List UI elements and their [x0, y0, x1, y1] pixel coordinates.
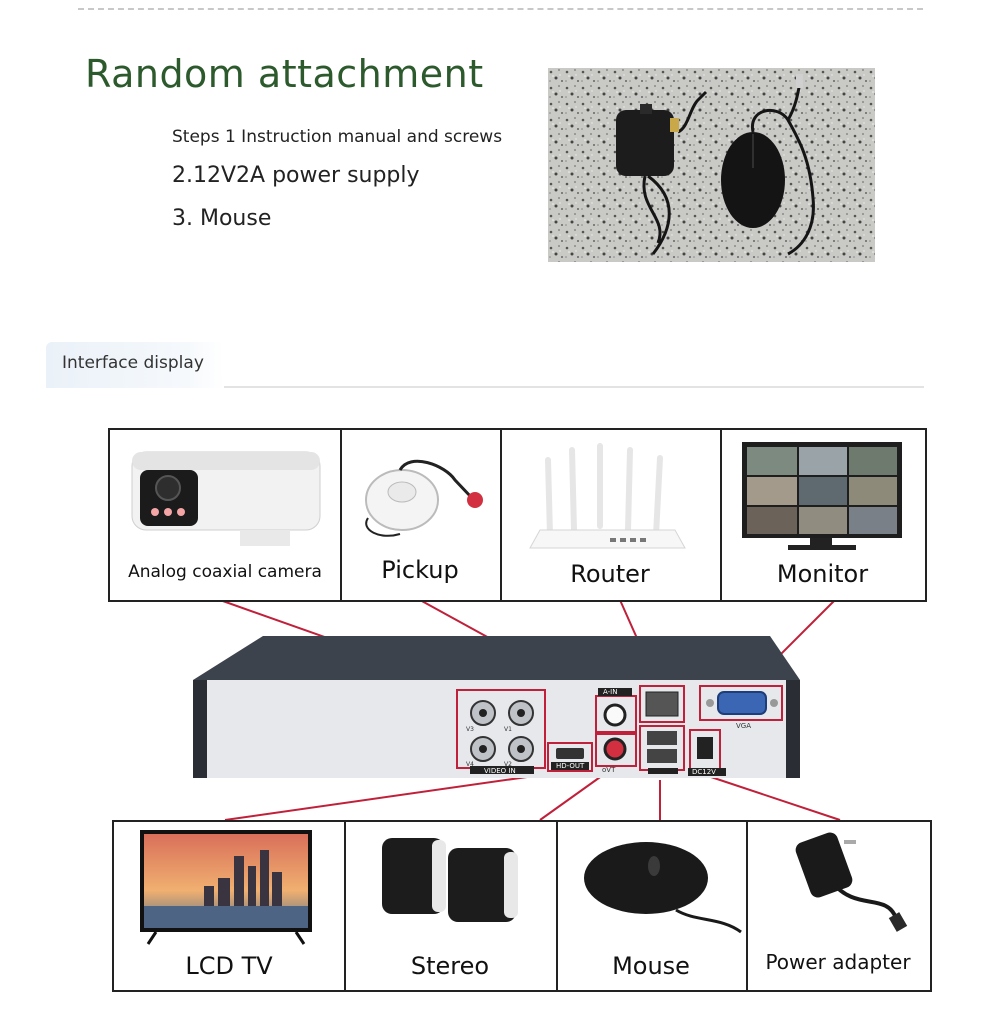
hdmi-port	[556, 748, 584, 759]
tv-connector-line	[224, 772, 556, 821]
channel-v1-label: V1	[504, 726, 512, 733]
device-cell-monitor: Monitor	[720, 430, 925, 600]
interface-tab: Interface display	[46, 342, 224, 388]
device-cell-power: Power adapter	[746, 822, 930, 990]
device-cell-tv: LCD TV	[114, 822, 346, 990]
device-label-camera: Analog coaxial camera	[128, 562, 322, 582]
audio-out-port	[603, 737, 627, 761]
usb-port-1	[647, 731, 677, 745]
lan-port	[645, 691, 679, 717]
device-label-mouse: Mouse	[612, 952, 690, 980]
mouse-icon	[721, 132, 785, 228]
router-icon	[529, 443, 686, 549]
device-label-tv: LCD TV	[185, 952, 273, 980]
hdmi-group	[547, 742, 593, 772]
power-adapter-icon	[795, 832, 908, 932]
mouse-device-icon	[584, 842, 742, 934]
hd-out-label: HD-OUT	[556, 762, 585, 770]
device-cell-router: Router	[500, 430, 722, 600]
audio-in-label: A-IN	[603, 688, 617, 696]
device-label-pickup: Pickup	[381, 556, 459, 584]
accessories-photo	[548, 68, 875, 262]
device-label-stereo: Stereo	[410, 952, 490, 980]
device-cell-camera: Analog coaxial camera	[110, 430, 342, 600]
speaker-icon	[382, 838, 518, 922]
attachment-step-3: 3. Mouse	[172, 206, 272, 231]
audio-out-group	[595, 733, 637, 767]
top-divider	[78, 8, 923, 10]
vga-port	[717, 691, 767, 715]
dc-label: DC12V	[692, 768, 716, 776]
usb-port-2	[647, 749, 677, 763]
lan-group	[639, 685, 685, 723]
attachment-step-2: 2.12V2A power supply	[172, 163, 420, 188]
channel-v2-label: V2	[504, 761, 512, 768]
channel-v3-label: V3	[466, 726, 474, 733]
audio-out-label: oVT	[602, 766, 616, 774]
dc-port	[697, 737, 713, 759]
attachment-title: Random attachment	[85, 52, 484, 96]
device-cell-mouse: Mouse	[556, 822, 748, 990]
video-in-label: VIDEO IN	[484, 767, 516, 775]
adapter-icon	[616, 110, 674, 176]
microphone-icon	[365, 459, 483, 537]
interface-divider	[224, 386, 924, 388]
tv-icon	[140, 830, 312, 945]
channel-v4-label: V4	[466, 761, 474, 768]
device-cell-stereo: Stereo	[344, 822, 558, 990]
interface-tab-label: Interface display	[62, 353, 204, 373]
power-connector-line	[704, 774, 841, 821]
monitor-icon	[742, 442, 902, 550]
dvr-top	[193, 636, 800, 680]
attachment-step-1: Steps 1 Instruction manual and screws	[172, 127, 503, 147]
device-label-monitor: Monitor	[776, 560, 869, 588]
audio-in-port	[603, 703, 627, 727]
bottom-device-row: LCD TV Stereo Mouse Power adapter	[112, 820, 932, 992]
top-device-row: Analog coaxial camera Pickup Router	[108, 428, 927, 602]
device-label-router: Router	[570, 560, 650, 588]
device-cell-pickup: Pickup	[340, 430, 502, 600]
stereo-connector-line	[539, 769, 611, 821]
device-label-power: Power adapter	[765, 950, 911, 974]
vga-label: VGA	[736, 722, 751, 730]
vga-group	[699, 685, 783, 721]
camera-icon	[131, 451, 321, 546]
